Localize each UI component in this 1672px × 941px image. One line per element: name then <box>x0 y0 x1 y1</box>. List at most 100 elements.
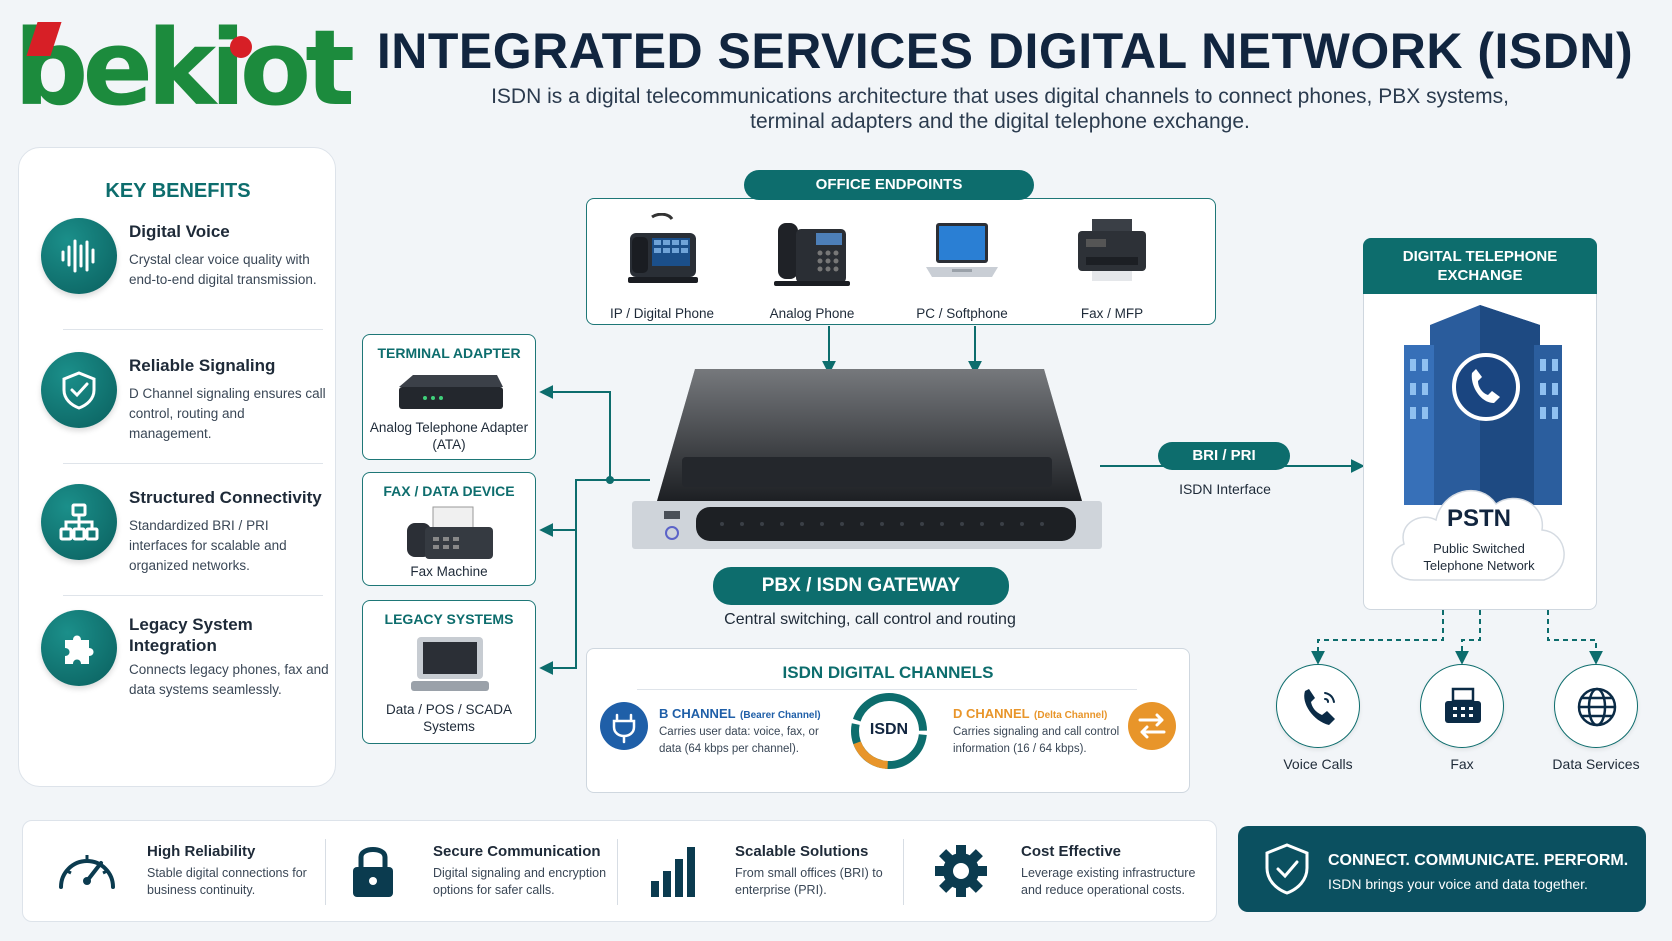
brand-logo: bekiot <box>14 16 355 120</box>
pstn-label: PSTN <box>1446 505 1511 532</box>
benefit-desc: Crystal clear voice quality with end-to-… <box>129 252 317 287</box>
benefit-desc: Standardized BRI / PRI interfaces for sc… <box>129 518 287 573</box>
terminal-adapter-title: TERMINAL ADAPTER <box>377 345 521 361</box>
analog-phone-icon <box>774 223 850 286</box>
endpoint-label: Fax / MFP <box>1080 306 1144 321</box>
d-channel-title: D CHANNEL <box>953 706 1030 721</box>
b-channel-title: B CHANNEL <box>659 706 736 721</box>
fax-machine-icon <box>407 506 493 559</box>
service-label: Voice Calls <box>1283 756 1353 772</box>
feature-title: Secure Communication <box>433 843 601 860</box>
exchange-title: DIGITAL TELEPHONE EXCHANGE <box>1363 238 1597 294</box>
globe-icon <box>1554 664 1638 748</box>
feature-desc: From small offices (BRI) to enterprise (… <box>735 866 883 897</box>
isdn-channels-title: ISDN DIGITAL CHANNELS <box>782 663 994 682</box>
pstn-cloud-icon <box>1391 489 1565 581</box>
fax-icon <box>1420 664 1504 748</box>
gauge-icon <box>59 855 115 889</box>
benefit-reliable-signaling: Reliable Signaling D Channel signaling e… <box>37 352 327 472</box>
isdn-channels-box: ISDN DIGITAL CHANNELS B CHANNEL (Bearer … <box>586 648 1190 793</box>
benefit-desc: D Channel signaling ensures call control… <box>129 386 326 441</box>
service-fax: Fax <box>1392 664 1532 772</box>
divider <box>63 463 323 464</box>
d-channel-subtitle: (Delta Channel) <box>1034 710 1108 721</box>
endpoint-label: IP / Digital Phone <box>609 306 715 321</box>
bar-chart-icon <box>651 847 695 897</box>
isdn-ring-label: ISDN <box>869 721 909 738</box>
laptop-icon <box>926 223 998 277</box>
hierarchy-icon <box>41 484 117 560</box>
benefit-title: Reliable Signaling <box>129 356 276 375</box>
feature-desc: Digital signaling and encryption options… <box>433 866 607 897</box>
endpoint-ip-phone: IP / Digital Phone <box>587 207 737 322</box>
legacy-systems-caption: Data / POS / SCADA Systems <box>385 702 513 734</box>
exchange-building-icon <box>1404 305 1562 505</box>
waveform-icon <box>41 218 117 294</box>
cta-title: CONNECT. COMMUNICATE. PERFORM. <box>1328 852 1629 869</box>
feature-desc: Stable digital connections for business … <box>147 866 307 897</box>
d-channel-desc: Carries signaling and call control infor… <box>953 726 1120 755</box>
benefit-desc: Connects legacy phones, fax and data sys… <box>129 662 329 697</box>
ata-device-icon <box>399 375 503 409</box>
endpoint-analog-phone: Analog Phone <box>737 207 887 322</box>
benefit-digital-voice: Digital Voice Crystal clear voice qualit… <box>37 218 327 338</box>
fax-device-box: FAX / DATA DEVICE Fax Machine <box>362 472 536 586</box>
logo-dot <box>230 36 252 58</box>
shield-check-icon <box>41 352 117 428</box>
endpoint-label: Analog Phone <box>769 306 855 321</box>
benefit-title: Structured Connectivity <box>129 488 322 507</box>
feature-title: Scalable Solutions <box>735 843 869 860</box>
fax-device-title: FAX / DATA DEVICE <box>383 483 515 499</box>
benefit-title: Legacy System Integration <box>129 615 253 655</box>
puzzle-icon <box>41 610 117 686</box>
gear-icon <box>935 845 987 897</box>
divider <box>63 329 323 330</box>
key-benefits-title: KEY BENEFITS <box>105 180 251 202</box>
divider <box>63 595 323 596</box>
gateway-label: PBX / ISDN GATEWAY <box>713 567 1009 605</box>
page-title: INTEGRATED SERVICES DIGITAL NETWORK (ISD… <box>376 23 1634 79</box>
gateway-description: Central switching, call control and rout… <box>724 611 1016 628</box>
terminal-adapter-caption: Analog Telephone Adapter (ATA) <box>369 420 529 452</box>
endpoint-label: PC / Softphone <box>916 306 1008 321</box>
d-channel-swap-icon <box>1128 702 1176 750</box>
phone-icon <box>1276 664 1360 748</box>
features-strip: High Reliability Stable digital connecti… <box>22 820 1217 922</box>
divider <box>325 839 326 905</box>
service-label: Data Services <box>1552 756 1640 772</box>
b-channel-plug-icon <box>600 702 648 750</box>
terminal-adapter-box: TERMINAL ADAPTER Analog Telephone Adapte… <box>362 334 536 460</box>
divider <box>617 839 618 905</box>
divider <box>637 689 1137 690</box>
office-endpoints-title: OFFICE ENDPOINTS <box>744 170 1034 200</box>
b-channel-subtitle: (Bearer Channel) <box>740 710 821 721</box>
cta-banner: CONNECT. COMMUNICATE. PERFORM. ISDN brin… <box>1238 826 1646 912</box>
divider <box>903 839 904 905</box>
service-voice-calls: Voice Calls <box>1248 664 1388 772</box>
pbx-gateway-device <box>632 369 1102 549</box>
benefit-title: Digital Voice <box>129 222 230 241</box>
pos-terminal-icon <box>411 637 489 691</box>
feature-title: Cost Effective <box>1021 843 1122 860</box>
interface-label: BRI / PRI <box>1158 442 1290 470</box>
endpoint-pc-softphone: PC / Softphone <box>887 207 1037 322</box>
fax-device-caption: Fax Machine <box>410 564 488 579</box>
printer-icon <box>1078 219 1146 281</box>
office-endpoints-box: IP / Digital Phone Analog Phone PC / Sof… <box>586 198 1216 325</box>
interface-description: ISDN Interface <box>1179 481 1271 497</box>
page-subtitle: ISDN is a digital telecommunications arc… <box>491 85 1509 133</box>
cta-subtitle: ISDN brings your voice and data together… <box>1328 876 1588 892</box>
logo-text: bekiot <box>14 7 355 129</box>
isdn-ring-icon <box>851 693 927 769</box>
shield-check-icon <box>1265 843 1309 895</box>
pstn-description: Public Switched Telephone Network <box>1423 541 1535 573</box>
service-data: Data Services <box>1526 664 1666 772</box>
endpoint-fax-mfp: Fax / MFP <box>1037 207 1187 322</box>
benefit-legacy-integration: Legacy System Integration Connects legac… <box>37 610 329 730</box>
legacy-systems-box: LEGACY SYSTEMS Data / POS / SCADA System… <box>362 600 536 744</box>
feature-desc: Leverage existing infrastructure and red… <box>1021 866 1196 897</box>
service-label: Fax <box>1450 756 1474 772</box>
ip-phone-icon <box>628 213 698 283</box>
feature-title: High Reliability <box>147 843 256 860</box>
